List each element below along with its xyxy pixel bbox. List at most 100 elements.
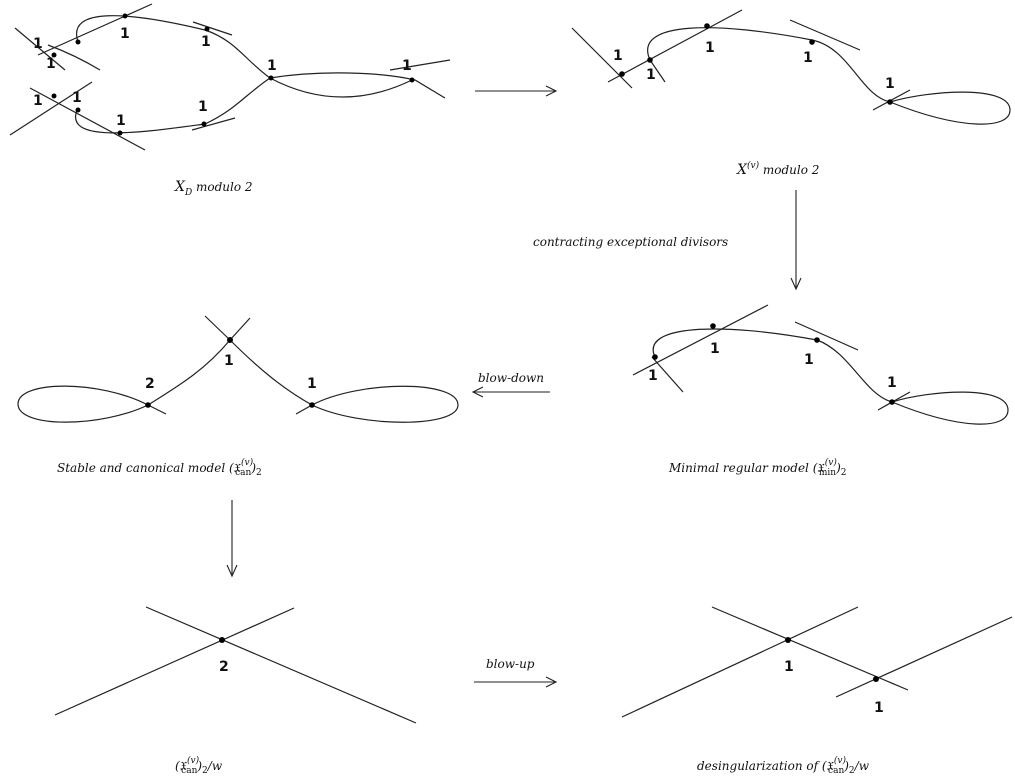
xd-caption: XD modulo 2 — [174, 179, 253, 198]
xv-multiplicity: 1 — [646, 67, 656, 83]
xd-node — [409, 77, 415, 83]
caption-sub: can — [181, 766, 197, 776]
blowdown-label: blow-down — [478, 371, 544, 385]
caption-prefix: Minimal regular model ( — [668, 461, 818, 475]
xv-node — [647, 57, 653, 63]
xv-multiplicity: 1 — [885, 76, 895, 92]
can-branch-right — [295, 404, 313, 415]
caption-sub: can — [235, 468, 251, 478]
desing-node — [785, 637, 791, 643]
xv-node — [619, 71, 625, 77]
xv-multiplicity: 1 — [803, 50, 813, 66]
caption-suffix: ) — [196, 759, 202, 773]
arrow-blowup: blow-up — [474, 657, 558, 688]
can-multiplicity: 1 — [307, 376, 317, 392]
caption-suffix: ) — [250, 461, 256, 475]
min-node — [710, 323, 716, 329]
caption-tail: 2 — [849, 766, 855, 776]
can-node — [309, 402, 315, 408]
caption-suffix: ) — [835, 461, 841, 475]
contract-label: contracting exceptional divisors — [533, 235, 728, 249]
caption-sup: (v) — [747, 160, 760, 171]
caption-sub: min — [819, 468, 836, 478]
desing-caption: desingularization of (𝔛(v)can)2/w — [697, 755, 870, 776]
quot-line-a — [54, 607, 295, 716]
xd-multiplicity: 1 — [72, 90, 82, 106]
can-branch-left — [147, 404, 167, 415]
arrow-top-right — [475, 85, 558, 97]
xv-line-long — [607, 9, 743, 83]
desing-node — [873, 676, 879, 682]
caption-rest: modulo 2 — [192, 180, 252, 194]
can-arm-right — [204, 315, 313, 406]
xd-node — [204, 26, 210, 32]
can-node — [145, 402, 151, 408]
xd-curve-bottom — [75, 77, 271, 134]
min-multiplicity: 1 — [648, 368, 658, 384]
arrow-blowdown: blow-down — [471, 371, 550, 398]
xd-multiplicity: 1 — [402, 58, 412, 74]
xv-node — [704, 23, 710, 29]
xd-line-c — [47, 44, 101, 71]
xd-line-d — [9, 81, 93, 136]
xd-multiplicity: 1 — [267, 58, 277, 74]
caption-main: X — [736, 162, 748, 178]
xv-line-mid — [789, 19, 861, 51]
xv-node — [809, 39, 815, 45]
caption-frak: 𝔛 — [817, 461, 825, 475]
min-multiplicity: 1 — [804, 352, 814, 368]
xv-line-left — [571, 27, 633, 89]
can-multiplicity: 2 — [145, 376, 155, 392]
can-multiplicity: 1 — [224, 353, 234, 369]
can-arm-left — [147, 317, 251, 406]
xv-curve — [647, 27, 1011, 125]
xd-multiplicity: 1 — [46, 56, 56, 72]
caption-prefix: ( — [175, 759, 180, 773]
xd-node — [51, 93, 57, 99]
xd-multiplicity: 1 — [33, 36, 43, 52]
xd-node — [75, 107, 81, 113]
caption-tail: 2 — [256, 468, 262, 478]
caption-tail: 2 — [202, 766, 208, 776]
arrow-contract: contracting exceptional divisors — [533, 190, 802, 291]
xd-multiplicity: 1 — [198, 99, 208, 115]
xd-multiplicity: 1 — [33, 93, 43, 109]
xd-multiplicity: 1 — [116, 113, 126, 129]
xv-caption: X(v) modulo 2 — [736, 160, 819, 178]
can-loop-right — [311, 385, 459, 423]
xd-node — [201, 121, 207, 127]
caption-sup: (v) — [241, 457, 254, 468]
min-multiplicity: 1 — [710, 341, 720, 357]
min-line-mid — [794, 321, 859, 351]
xd-node — [122, 13, 128, 19]
xd-multiplicity: 1 — [201, 34, 211, 50]
caption-sub: D — [184, 188, 192, 198]
caption-frak: 𝔛 — [234, 461, 242, 475]
min-caption: Minimal regular model (𝔛(v)min)2 — [668, 457, 847, 478]
xd-node — [268, 75, 274, 81]
blowup-label: blow-up — [486, 657, 535, 671]
xd-line-top-right — [192, 21, 233, 36]
caption-sup: (v) — [825, 457, 838, 468]
xd-multiplicity: 1 — [120, 26, 130, 42]
panel-desing: 1 1 desingularization of (𝔛(v)can)2/w — [621, 606, 1013, 776]
min-node — [814, 337, 820, 343]
xd-loop-lower — [269, 77, 413, 98]
panel-quot: 2 (𝔛(v)can)2/w — [54, 606, 417, 776]
xv-line-short — [649, 59, 666, 83]
xv-multiplicity: 1 — [705, 40, 715, 56]
quot-line-b — [145, 606, 417, 724]
caption-frak: 𝔛 — [180, 759, 188, 773]
min-node — [889, 399, 895, 405]
can-node — [227, 337, 233, 343]
quot-node — [219, 637, 225, 643]
caption-prefix: Stable and canonical model ( — [57, 461, 234, 475]
caption-prefix: desingularization of ( — [697, 759, 827, 773]
panel-xv: 1 1 1 1 1 X(v) modulo 2 — [571, 9, 1011, 178]
desing-line-a — [621, 606, 859, 718]
xv-node — [887, 99, 893, 105]
desing-line-c — [835, 616, 1013, 698]
xd-node — [51, 52, 57, 58]
quot-caption: (𝔛(v)can)2/w — [175, 755, 223, 776]
